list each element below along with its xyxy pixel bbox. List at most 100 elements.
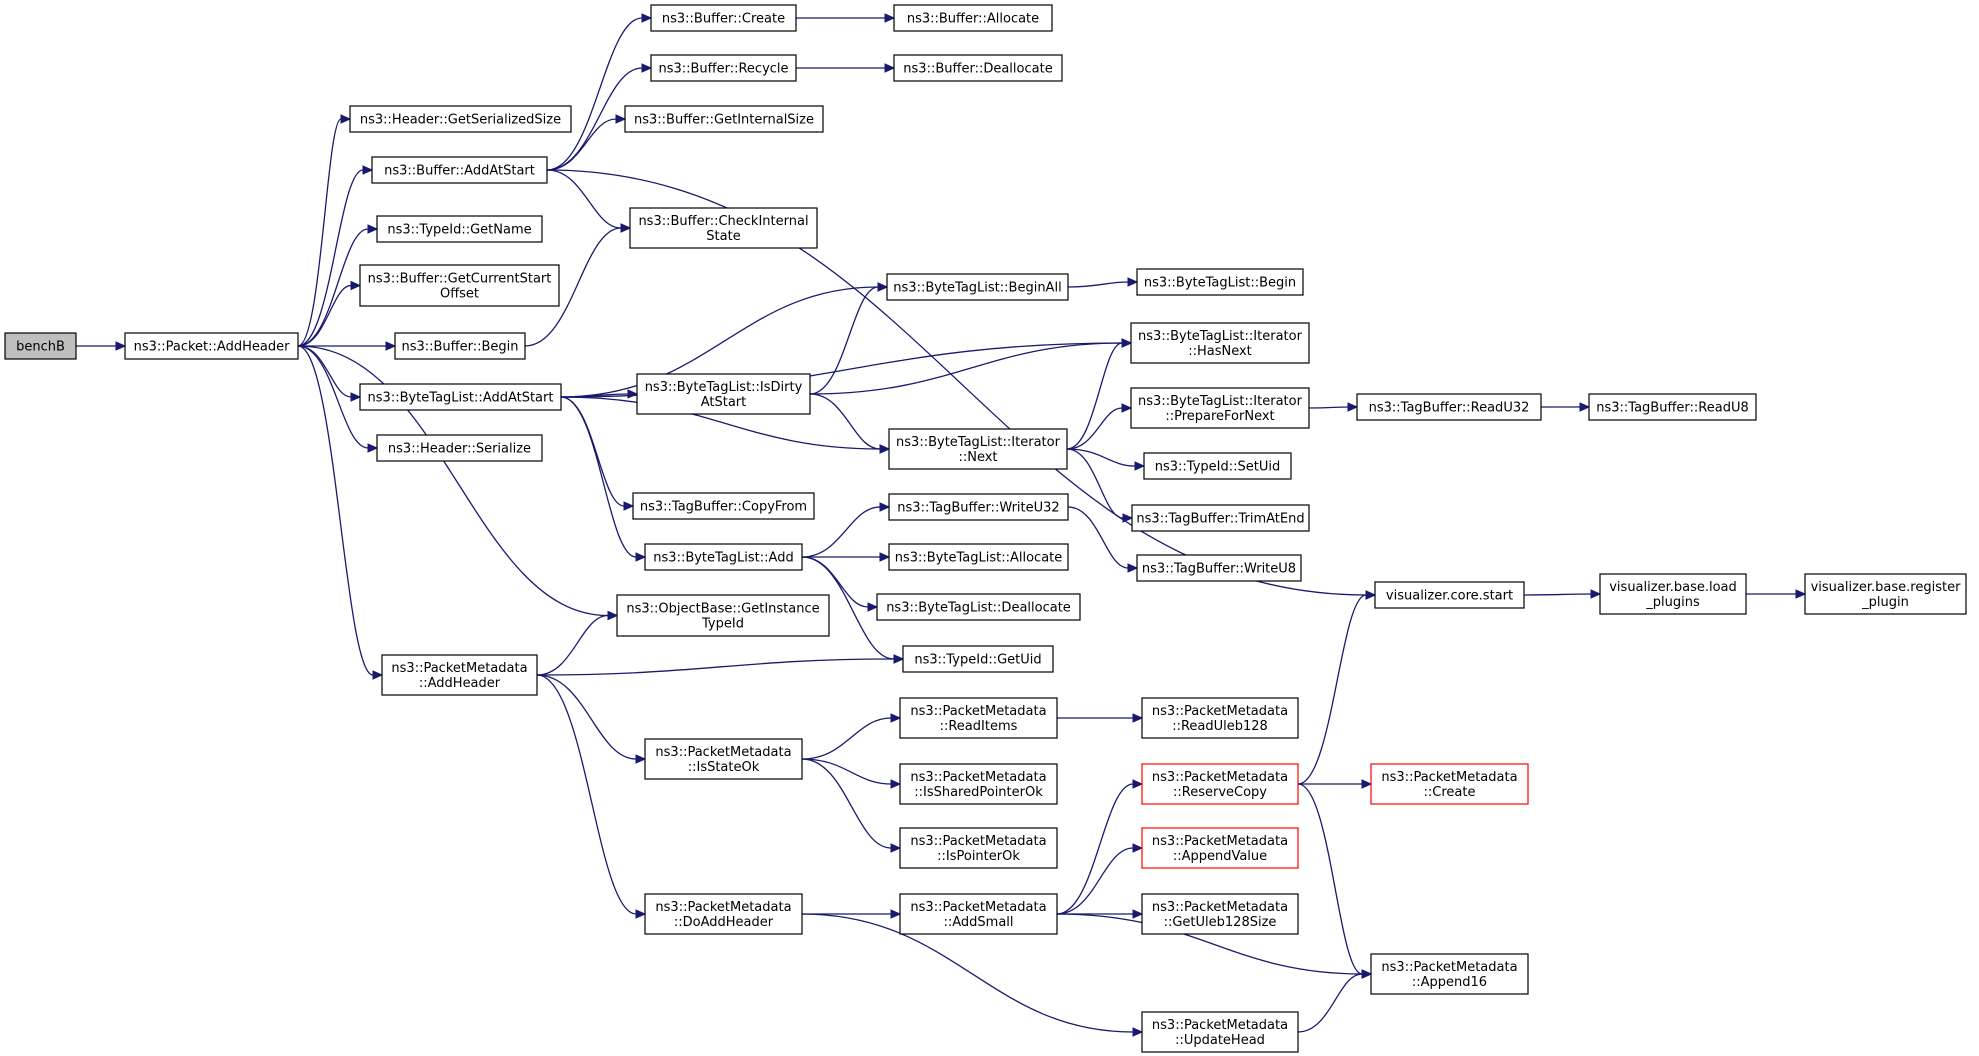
node-buffer-allocate[interactable]: ns3::Buffer::Allocate [893, 4, 1053, 32]
edge-arrowhead [620, 223, 632, 233]
node-box [376, 434, 543, 462]
node-label: TypeId [701, 617, 744, 632]
node-label: ns3::Buffer::AddAtStart [384, 164, 535, 179]
node-label: ::IsStateOk [688, 760, 760, 775]
node-pm-append16[interactable]: ns3::PacketMetadata::Append16 [1370, 953, 1529, 995]
node-label: ns3::ByteTagList::Iterator [1138, 329, 1303, 344]
node-box [888, 428, 1068, 470]
node-visualizer-base-register-plugin[interactable]: visualizer.base.register_plugin [1804, 573, 1967, 615]
node-tagbuffer-trimatend[interactable]: ns3::TagBuffer::TrimAtEnd [1131, 504, 1310, 532]
node-buffer-addatstart[interactable]: ns3::Buffer::AddAtStart [371, 156, 548, 184]
node-typeid-getuid[interactable]: ns3::TypeId::GetUid [902, 645, 1054, 673]
node-label: ::Append16 [1412, 975, 1487, 990]
node-box [1588, 393, 1757, 421]
edge-arrowhead [1579, 402, 1591, 412]
edge-bytetaglist_beginall-to-bytetaglist_begin [1067, 281, 1129, 288]
node-box [899, 893, 1058, 935]
node-buffer-create[interactable]: ns3::Buffer::Create [650, 4, 797, 32]
node-buffer-deallocate[interactable]: ns3::Buffer::Deallocate [893, 54, 1063, 82]
node-pm-readitems[interactable]: ns3::PacketMetadata::ReadItems [899, 697, 1058, 739]
node-label: State [706, 229, 740, 244]
edge-arrowhead [1127, 277, 1139, 287]
node-pm-isstateok[interactable]: ns3::PacketMetadata::IsStateOk [644, 738, 803, 780]
edge-arrowhead [641, 63, 653, 73]
node-label: ::PrepareForNext [1165, 409, 1274, 424]
node-tagbuffer-copyfrom[interactable]: ns3::TagBuffer::CopyFrom [632, 492, 815, 520]
node-tagbuffer-writeu32[interactable]: ns3::TagBuffer::WriteU32 [888, 493, 1069, 521]
node-label: ::IsSharedPointerOk [914, 785, 1043, 800]
node-pm-readuleb128[interactable]: ns3::PacketMetadata::ReadUleb128 [1141, 697, 1299, 739]
node-label: ::DoAddHeader [674, 915, 774, 930]
node-pm-addsmall[interactable]: ns3::PacketMetadata::AddSmall [899, 893, 1058, 935]
node-bytetaglist-deallocate[interactable]: ns3::ByteTagList::Deallocate [876, 593, 1081, 621]
node-buffer-recycle[interactable]: ns3::Buffer::Recycle [650, 54, 797, 82]
node-packet-addheader[interactable]: ns3::Packet::AddHeader [124, 332, 299, 360]
node-typeid-setuid[interactable]: ns3::TypeId::SetUid [1143, 452, 1292, 480]
node-packetmetadata-addheader[interactable]: ns3::PacketMetadata::AddHeader [381, 654, 538, 696]
edge-bytetaglist_addatstart-to-tagbuffer_copyfrom [560, 396, 625, 507]
edge-arrowhead [893, 654, 905, 664]
node-iterator-hasnext[interactable]: ns3::ByteTagList::Iterator::HasNext [1130, 322, 1310, 364]
node-tagbuffer-writeu8[interactable]: ns3::TagBuffer::WriteU8 [1136, 554, 1302, 582]
node-label: ns3::ByteTagList::IsDirty [645, 380, 803, 395]
node-label: ::ReserveCopy [1173, 785, 1267, 800]
node-iterator-next[interactable]: ns3::ByteTagList::Iterator::Next [888, 428, 1068, 470]
node-benchB[interactable]: benchB [4, 332, 77, 360]
node-bytetaglist-addatstart[interactable]: ns3::ByteTagList::AddAtStart [359, 383, 562, 411]
edge-iterator_next-to-typeid_setuid [1066, 448, 1136, 467]
edge-arrowhead [1795, 589, 1807, 599]
node-bytetaglist-add[interactable]: ns3::ByteTagList::Add [644, 543, 803, 571]
node-pm-updatehead[interactable]: ns3::PacketMetadata::UpdateHead [1141, 1011, 1299, 1053]
node-pm-appendvalue[interactable]: ns3::PacketMetadata::AppendValue [1141, 827, 1299, 869]
edge-arrowhead [890, 843, 902, 853]
node-box [650, 54, 797, 82]
edge-bytetaglist_isdirtyatstart-to-iterator_next [809, 393, 881, 450]
node-pm-ispointerok[interactable]: ns3::PacketMetadata::IsPointerOk [899, 827, 1058, 869]
node-label: ns3::PacketMetadata [910, 770, 1046, 785]
node-box [1141, 827, 1299, 869]
edge-arrowhead [879, 552, 891, 562]
node-box [650, 4, 797, 32]
node-buffer-begin[interactable]: ns3::Buffer::Begin [394, 332, 526, 360]
node-typeid-getname[interactable]: ns3::TypeId::GetName [376, 215, 543, 243]
node-visualizer-base-load-plugins[interactable]: visualizer.base.load_plugins [1599, 573, 1747, 615]
edge-arrowhead [1122, 513, 1134, 523]
node-header-serialize[interactable]: ns3::Header::Serialize [376, 434, 543, 462]
node-pm-getuleb128size[interactable]: ns3::PacketMetadata::GetUleb128Size [1141, 893, 1299, 935]
node-box [899, 697, 1058, 739]
node-pm-create[interactable]: ns3::PacketMetadata::Create [1370, 763, 1529, 805]
node-buffer-getinternalsize[interactable]: ns3::Buffer::GetInternalSize [624, 105, 824, 133]
edge-buffer_addatstart-to-buffer_checkinternalstate [546, 169, 622, 229]
node-pm-doaddheader[interactable]: ns3::PacketMetadata::DoAddHeader [644, 893, 803, 935]
node-tagbuffer-readu32[interactable]: ns3::TagBuffer::ReadU32 [1356, 393, 1542, 421]
node-label: ::ReadUleb128 [1172, 719, 1268, 734]
node-label: ns3::ByteTagList::Allocate [895, 551, 1063, 566]
edge-iterator_next-to-iterator_hasnext [1066, 342, 1123, 450]
node-label: ns3::ByteTagList::Begin [1144, 276, 1296, 291]
node-header-getserializedsize[interactable]: ns3::Header::GetSerializedSize [349, 105, 572, 133]
node-bytetaglist-beginall[interactable]: ns3::ByteTagList::BeginAll [886, 273, 1069, 301]
edge-arrowhead [627, 389, 639, 399]
node-pm-issharedpointerok[interactable]: ns3::PacketMetadata::IsSharedPointerOk [899, 763, 1058, 805]
edge-packetmetadata_addheader-to-typeid_getuid [536, 658, 895, 676]
node-label: ::Create [1424, 785, 1476, 800]
node-box [1131, 504, 1310, 532]
edge-bytetaglist_isdirtyatstart-to-iterator_hasnext [809, 342, 1123, 395]
node-label: ns3::Buffer::Allocate [907, 12, 1039, 27]
node-visualizer-core-start[interactable]: visualizer.core.start [1374, 581, 1525, 609]
node-pm-reservecopy[interactable]: ns3::PacketMetadata::ReserveCopy [1141, 763, 1299, 805]
edge-packet_addheader-to-objectbase_getinstancetypeid [297, 345, 609, 617]
node-box [899, 827, 1058, 869]
node-iterator-preparefornext[interactable]: ns3::ByteTagList::Iterator::PrepareForNe… [1130, 387, 1310, 429]
node-box [886, 273, 1069, 301]
node-tagbuffer-readu8[interactable]: ns3::TagBuffer::ReadU8 [1588, 393, 1757, 421]
node-bytetaglist-allocate[interactable]: ns3::ByteTagList::Allocate [888, 543, 1069, 571]
node-label: ::AddHeader [419, 676, 501, 691]
node-bytetaglist-begin[interactable]: ns3::ByteTagList::Begin [1136, 268, 1304, 296]
node-box [376, 215, 543, 243]
